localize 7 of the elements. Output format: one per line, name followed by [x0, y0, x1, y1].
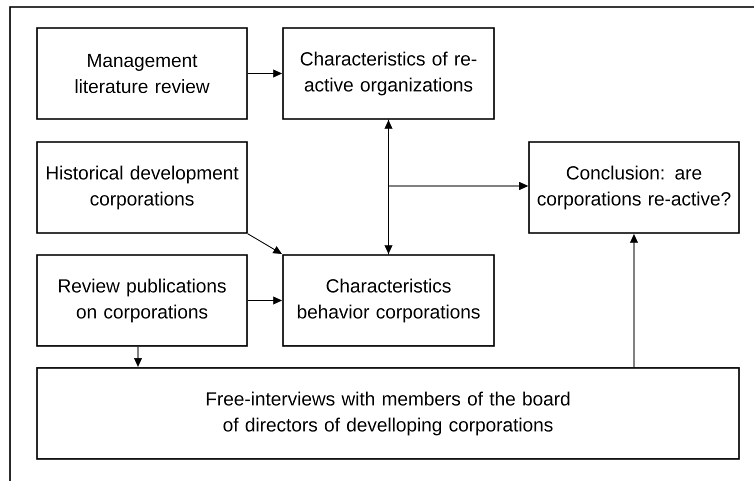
process-box: Conclusion: are corporations re-active?	[528, 141, 740, 234]
process-box: Review publications on corporations	[36, 254, 248, 347]
process-box: Management literature review	[36, 27, 248, 120]
process-box: Historical development corporations	[36, 141, 248, 234]
process-box: Free-interviews with members of the board of directors of develloping corporations	[36, 367, 740, 460]
process-box: Characteristics behavior corporations	[282, 254, 495, 347]
process-box: Characteristics of re- active organizations	[282, 27, 495, 120]
